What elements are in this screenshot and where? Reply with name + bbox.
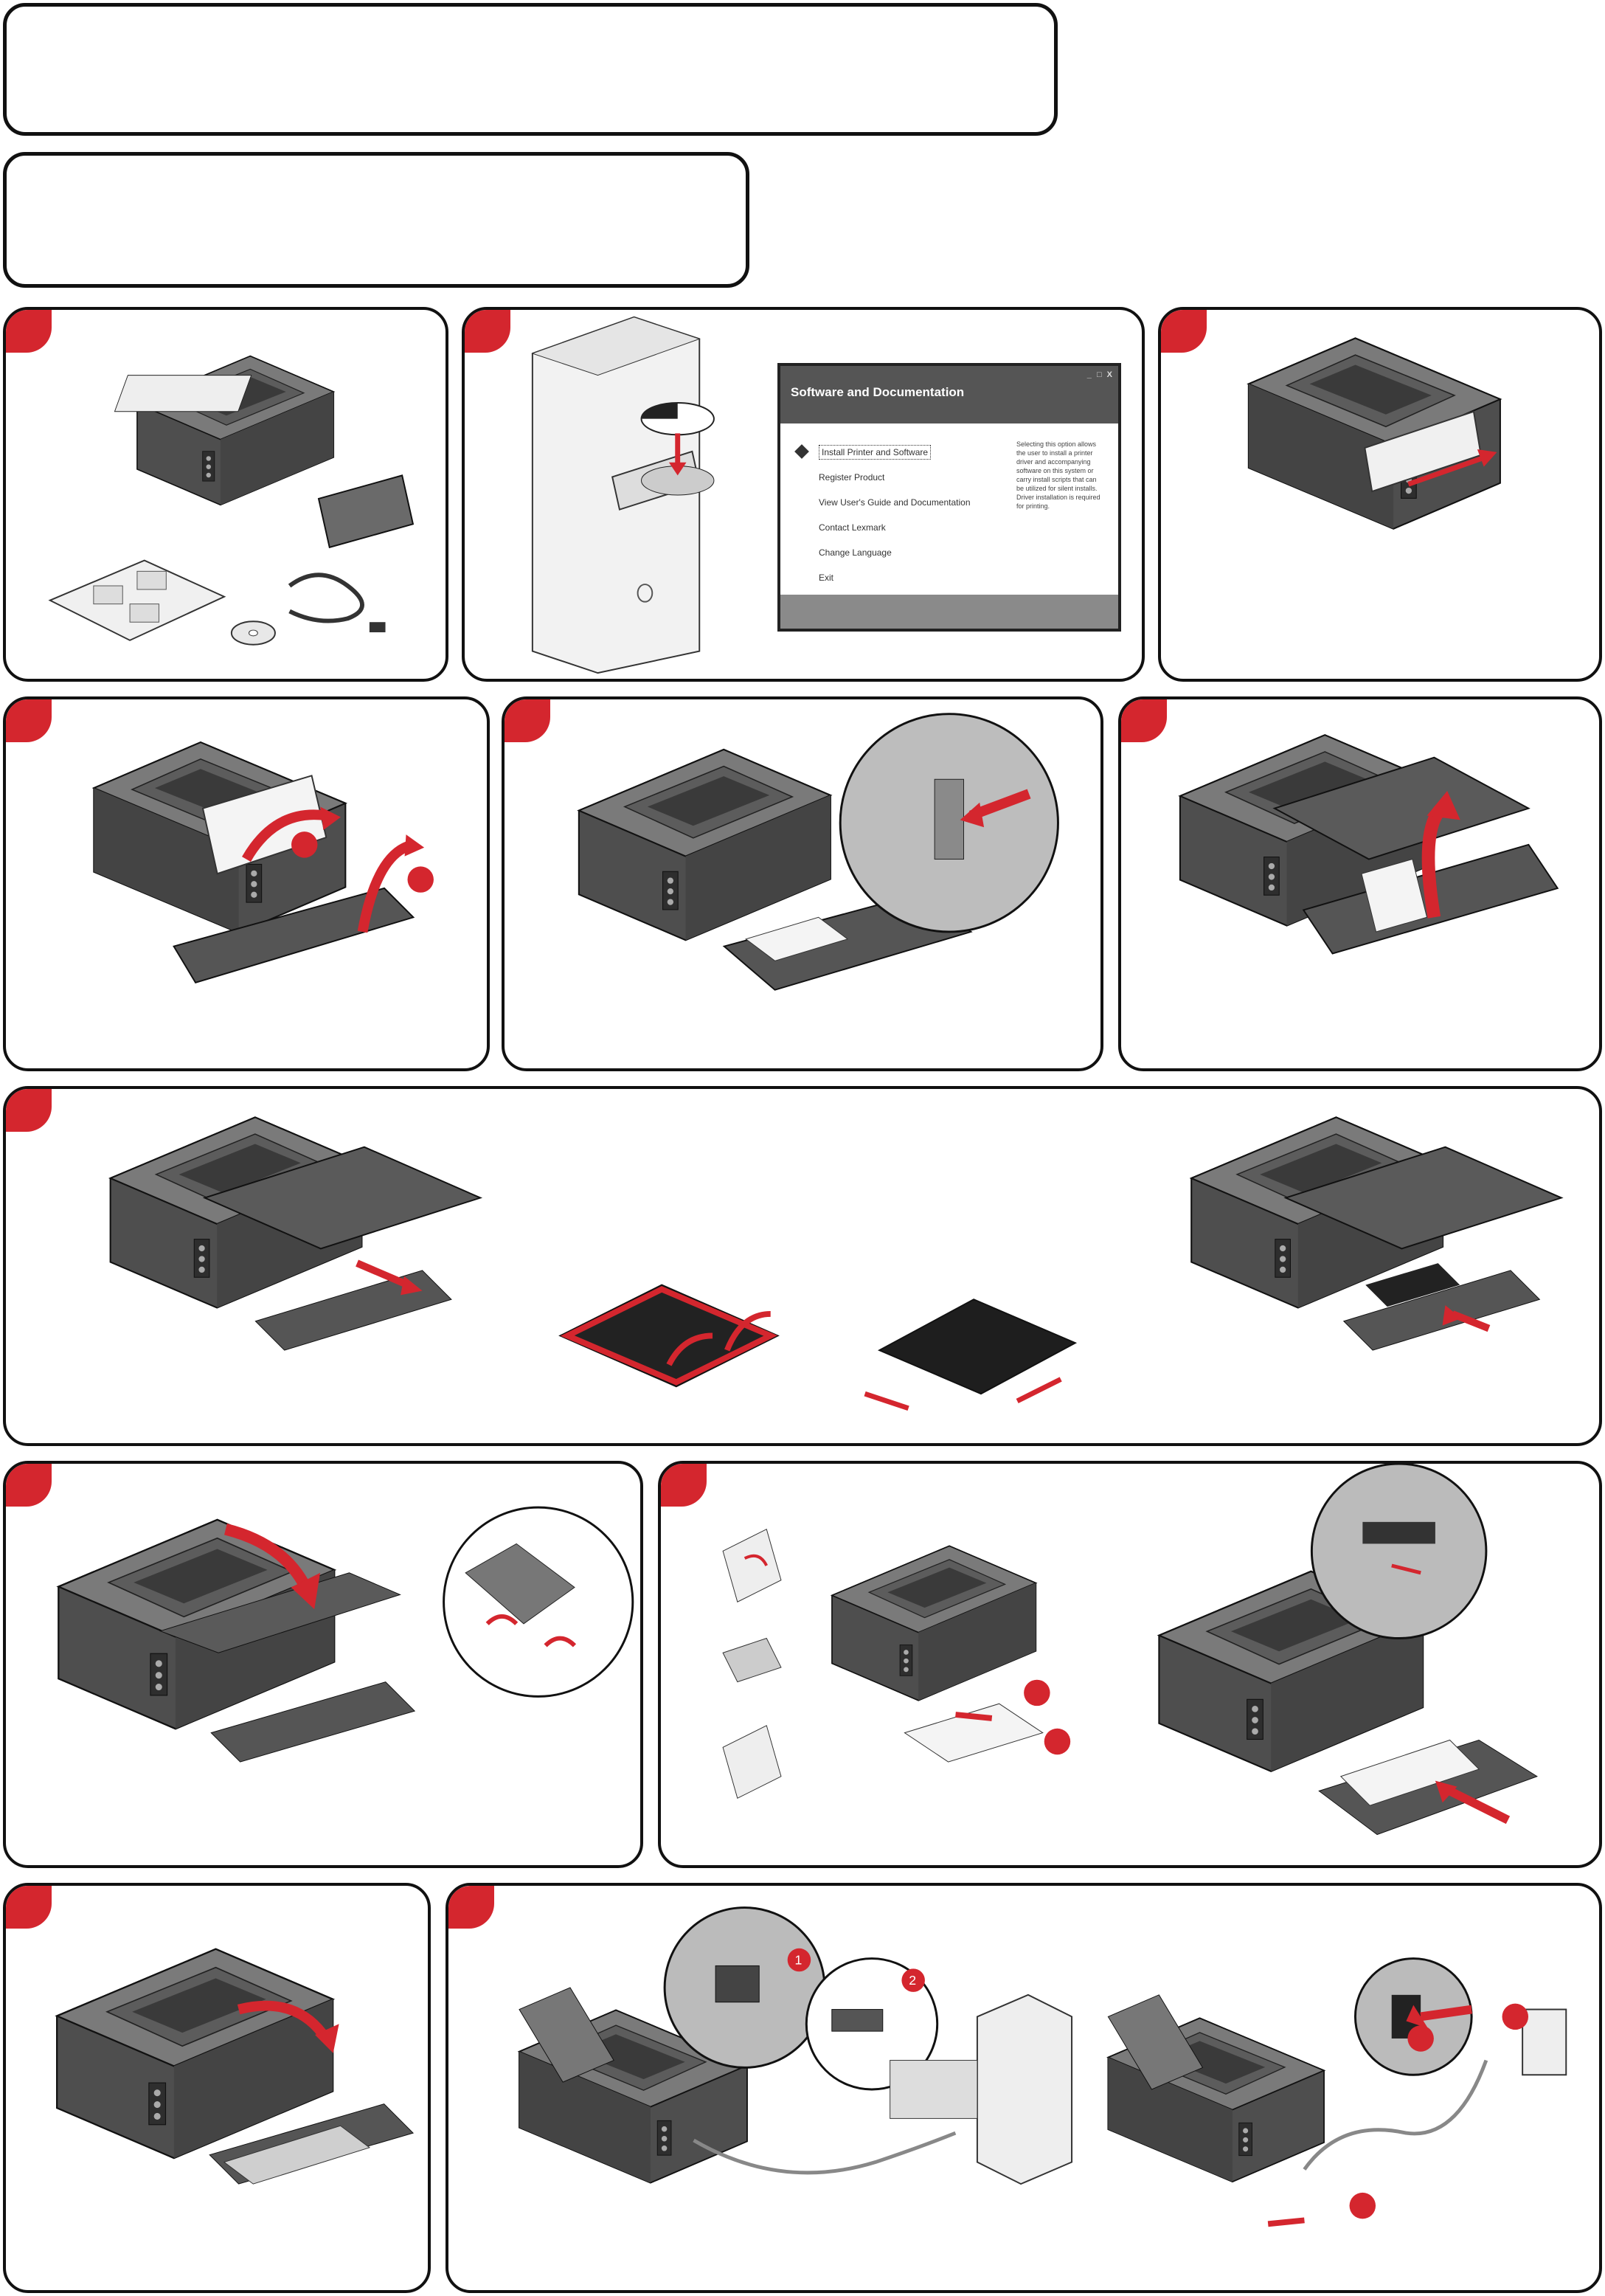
header-subtitle-box [3, 152, 749, 288]
step-unpack-panel [3, 307, 448, 682]
menu-item-contact[interactable]: Contact Lexmark [789, 515, 996, 540]
menu-item-exit[interactable]: Exit [789, 565, 996, 590]
callout-1-label: 1 [795, 1952, 802, 1967]
toner-cartridge-illustration [6, 1089, 1599, 1443]
step-install-software-panel: Software and Documentation _ □ X Install… [462, 307, 1145, 682]
option-description: Selecting this option allows the user to… [1016, 440, 1105, 511]
software-menu: Install Printer and Software Register Pr… [789, 440, 996, 590]
step-toner-cartridge-panel [3, 1086, 1602, 1446]
step-load-paper-panel [658, 1461, 1602, 1868]
paper-stop-illustration [6, 1886, 428, 2290]
close-cover-illustration [6, 1464, 640, 1865]
menu-item-users-guide[interactable]: View User's Guide and Documentation [789, 490, 996, 515]
remove-tape-illustration [1161, 310, 1599, 679]
pull-lever-illustration [505, 699, 1100, 1068]
software-documentation-window: Software and Documentation _ □ X Install… [777, 363, 1121, 632]
step-connect-cables-panel: 1 2 [446, 1883, 1602, 2293]
header-subtitle [7, 156, 746, 244]
step-close-cover-panel [3, 1461, 643, 1868]
header-title-box [3, 3, 1058, 136]
open-cover-illustration [1121, 699, 1599, 1068]
step-paper-stop-panel [3, 1883, 431, 2293]
step-pull-lever-panel [502, 696, 1103, 1071]
menu-item-register[interactable]: Register Product [789, 465, 996, 490]
unpack-illustration [6, 310, 446, 679]
menu-item-install[interactable]: Install Printer and Software [789, 440, 996, 465]
diamond-icon [794, 444, 809, 459]
menu-item-language[interactable]: Change Language [789, 540, 996, 565]
window-controls[interactable]: _ □ X [1087, 370, 1114, 379]
step-open-doors-panel [3, 696, 490, 1071]
connect-cables-illustration: 1 2 [448, 1886, 1599, 2290]
header-title [7, 7, 1054, 95]
window-title: Software and Documentation [791, 385, 964, 399]
step-open-cover-panel [1118, 696, 1602, 1071]
step-remove-tape-panel [1158, 307, 1602, 682]
load-paper-illustration [661, 1464, 1599, 1865]
open-doors-illustration [6, 699, 487, 1068]
window-footer [780, 595, 1118, 629]
callout-2-label: 2 [909, 1973, 916, 1988]
window-titlebar: Software and Documentation _ □ X [780, 366, 1118, 423]
